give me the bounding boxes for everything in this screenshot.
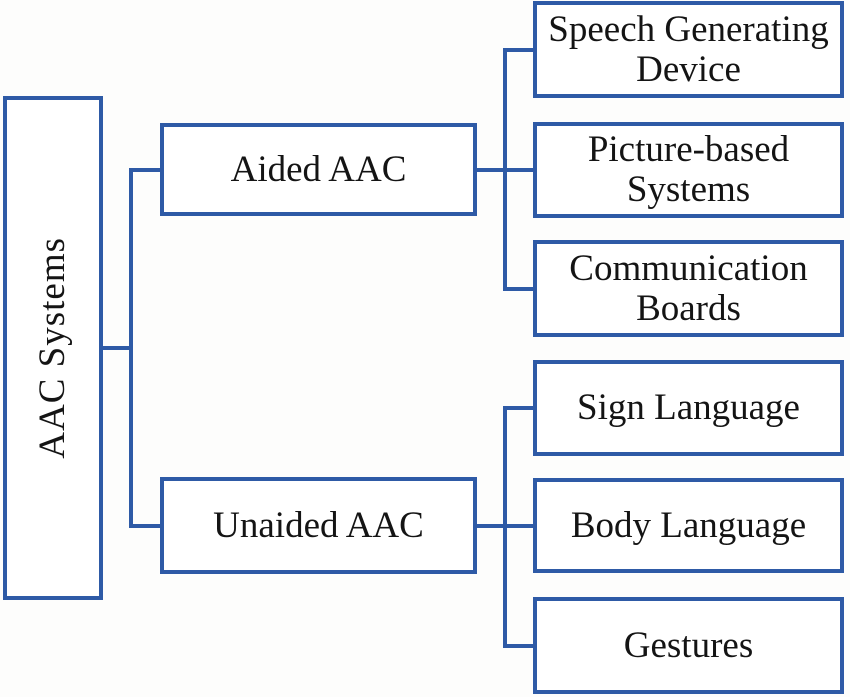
- node-speech-generating-device: Speech Generating Device: [533, 1, 844, 98]
- node-communication-boards-label: Communication Boards: [569, 247, 808, 329]
- connector-unaided-stub: [129, 524, 160, 528]
- node-gestures: Gestures: [533, 597, 844, 694]
- node-aac-systems-label: AAC Systems: [32, 237, 74, 459]
- connector-sign-stub: [503, 406, 533, 410]
- node-sign-language: Sign Language: [533, 360, 844, 456]
- connector-unaided-trunk: [503, 406, 507, 648]
- node-aac-systems: AAC Systems: [3, 96, 103, 600]
- node-body-language-label: Body Language: [570, 504, 807, 546]
- connector-left-trunk: [129, 168, 133, 528]
- connector-root-stub: [103, 346, 133, 350]
- connector-gestures-stub: [503, 644, 533, 648]
- node-body-language: Body Language: [533, 478, 844, 573]
- node-aided-aac-label: Aided AAC: [230, 148, 407, 190]
- connector-speech-stub: [503, 48, 533, 52]
- node-picture-based-systems: Picture-based Systems: [533, 122, 844, 218]
- connector-communication-stub: [503, 287, 533, 291]
- node-picture-based-systems-label: Picture-based Systems: [587, 129, 790, 210]
- node-gestures-label: Gestures: [623, 624, 754, 666]
- node-unaided-aac: Unaided AAC: [160, 477, 477, 574]
- node-communication-boards: Communication Boards: [533, 240, 844, 337]
- node-speech-generating-device-label: Speech Generating Device: [548, 8, 829, 90]
- node-unaided-aac-label: Unaided AAC: [213, 504, 424, 546]
- connector-aided-stub: [129, 168, 160, 172]
- connector-aided-trunk: [503, 48, 507, 291]
- node-sign-language-label: Sign Language: [577, 387, 800, 429]
- node-aided-aac: Aided AAC: [160, 123, 477, 216]
